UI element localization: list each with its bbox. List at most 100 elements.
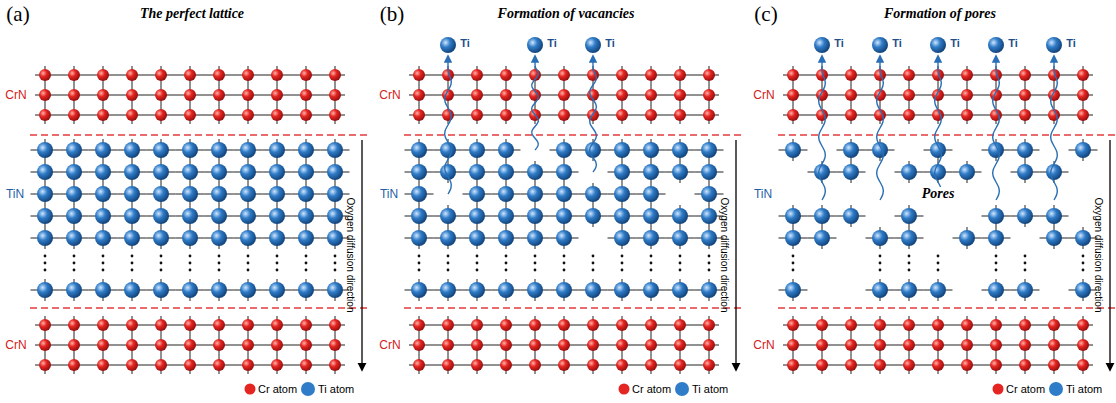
ti-atom	[440, 230, 456, 246]
ti-atom	[411, 142, 427, 158]
ti-atom	[269, 282, 285, 298]
ti-atom	[269, 230, 285, 246]
ellipsis-dot	[189, 255, 192, 258]
atom-label: Ti	[892, 38, 902, 49]
cr-atom	[674, 359, 686, 371]
ti-atom	[182, 186, 198, 202]
ti-atom	[66, 282, 82, 298]
cr-atom	[529, 319, 541, 331]
cr-atom	[413, 69, 425, 81]
cr-atom	[816, 359, 828, 371]
cr-atom	[97, 339, 109, 351]
ti-atom	[959, 164, 975, 180]
ellipsis-dot	[995, 269, 998, 272]
cr-atom	[645, 89, 657, 101]
cr-atom	[903, 319, 915, 331]
cr-atom	[616, 89, 628, 101]
cr-atom	[932, 339, 944, 351]
lattice-panel	[30, 66, 370, 374]
ti-atom	[124, 282, 140, 298]
ti-atom	[66, 230, 82, 246]
ti-atom	[440, 282, 456, 298]
cr-atom	[155, 319, 167, 331]
ellipsis-dot	[334, 255, 337, 258]
cr-atom	[558, 89, 570, 101]
cr-atom	[39, 69, 51, 81]
diffusion-arrow	[1109, 140, 1110, 370]
ellipsis-dot	[73, 262, 76, 265]
cr-atom	[155, 89, 167, 101]
ti-atom	[498, 142, 514, 158]
atom-label: Ti	[1008, 38, 1018, 49]
cr-atom	[500, 109, 512, 121]
ellipsis-dot	[505, 262, 508, 265]
cr-atom	[874, 359, 886, 371]
interface-line	[30, 134, 370, 135]
atom-label: Ti	[460, 38, 470, 49]
ti-atom	[785, 282, 801, 298]
ti-atom	[556, 282, 572, 298]
layer-label: CrN	[5, 339, 26, 351]
layer-label: TiN	[380, 188, 398, 200]
cr-atom	[1019, 339, 1031, 351]
cr-atom	[471, 319, 483, 331]
ti-atom	[182, 208, 198, 224]
ti-atom	[643, 142, 659, 158]
escaped-ti-atom	[988, 37, 1004, 53]
ellipsis-dot	[189, 269, 192, 272]
ti-atom	[327, 142, 343, 158]
ti-atom	[95, 208, 111, 224]
ellipsis-dot	[102, 255, 105, 258]
legend-text: Cr atom	[632, 384, 671, 395]
cr-atom	[990, 359, 1002, 371]
escaped-ti-atom	[814, 37, 830, 53]
ti-atom	[327, 186, 343, 202]
cr-atom	[961, 339, 973, 351]
ti-atom	[240, 208, 256, 224]
lattice-panel	[404, 37, 744, 374]
cr-atom	[155, 359, 167, 371]
layer-label: TiN	[6, 188, 24, 200]
ellipsis-dot	[879, 269, 882, 272]
cr-atom	[271, 339, 283, 351]
ti-atom	[672, 142, 688, 158]
diffusion-path	[935, 56, 942, 200]
ti-atom	[672, 164, 688, 180]
cr-atom	[1019, 89, 1031, 101]
ti-atom	[298, 282, 314, 298]
ellipsis-dot	[189, 262, 192, 265]
ellipsis-dot	[563, 269, 566, 272]
cr-atom	[787, 89, 799, 101]
cr-atom	[845, 319, 857, 331]
cr-atom	[1019, 109, 1031, 121]
ti-atom	[930, 142, 946, 158]
ti-atom	[211, 142, 227, 158]
ti-atom	[153, 230, 169, 246]
cr-atom	[213, 89, 225, 101]
ti-atom	[211, 186, 227, 202]
cr-atom	[1019, 319, 1031, 331]
ti-atom	[240, 230, 256, 246]
cr-atom	[184, 339, 196, 351]
cr-atom	[39, 319, 51, 331]
ti-atom	[498, 282, 514, 298]
cr-atom	[1048, 339, 1060, 351]
cr-atom	[184, 359, 196, 371]
layer-label: CrN	[379, 89, 400, 101]
ellipsis-dot	[563, 255, 566, 258]
ellipsis-dot	[73, 255, 76, 258]
cr-atom	[1048, 359, 1060, 371]
atom-label: Ti	[1066, 38, 1076, 49]
ti-atom	[153, 186, 169, 202]
cr-atom	[903, 69, 915, 81]
diffusion-path	[590, 56, 597, 172]
ti-atom	[66, 208, 82, 224]
ti-atom	[66, 142, 82, 158]
ellipsis-dot	[218, 262, 221, 265]
ti-atom	[440, 208, 456, 224]
ti-atom	[527, 282, 543, 298]
cr-atom	[787, 109, 799, 121]
ti-atom	[124, 208, 140, 224]
ti-atom	[124, 142, 140, 158]
cr-atom	[903, 109, 915, 121]
